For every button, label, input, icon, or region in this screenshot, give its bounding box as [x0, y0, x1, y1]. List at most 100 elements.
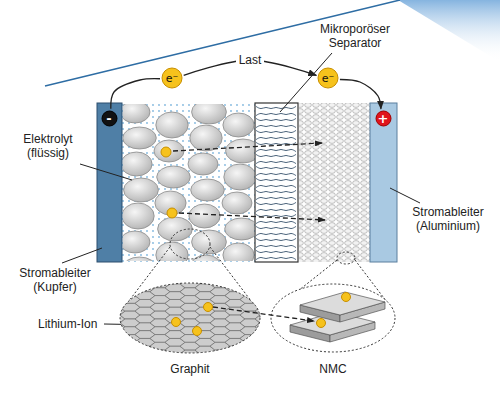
separator-fibre: [256, 118, 296, 120]
separator-fibre: [256, 257, 296, 259]
graphite-hexagon: [240, 342, 260, 350]
graphite-hexagon: [105, 292, 125, 300]
node-text: e⁻: [166, 73, 179, 84]
separator-fibre: [256, 214, 296, 216]
zoom-marker: [337, 252, 355, 264]
graphite-hexagon: [225, 346, 245, 354]
separator-fibre: [256, 233, 296, 235]
graphite-particle: [222, 192, 252, 214]
graphite-hexagon: [255, 292, 275, 300]
separator-fibre: [256, 202, 296, 204]
graphite-particle: [226, 139, 254, 163]
graphite-particle: [123, 257, 156, 261]
separator-outline: [255, 103, 298, 262]
lithium-ion: [167, 208, 177, 218]
separator-fibre: [256, 197, 296, 199]
graphite-particle: [123, 152, 152, 176]
nmc-zoom-outline: [271, 284, 395, 352]
electron-symbol: e⁻: [161, 67, 183, 89]
separator-fibre: [256, 149, 296, 151]
separator-fibre: [256, 125, 296, 127]
zoom-label: Graphit: [150, 362, 230, 376]
terminal-negative: -: [101, 110, 118, 127]
graphite-hexagon: [255, 354, 275, 362]
graphite-particle: [223, 113, 254, 137]
zoom-label: NMC: [293, 362, 373, 376]
graphite-hexagon: [225, 276, 245, 284]
graphite-hexagon: [240, 350, 260, 358]
collector-label: Stromableiter (Aluminium): [402, 205, 494, 233]
graphite-hexagon: [135, 276, 155, 284]
copper-collector: [97, 103, 122, 262]
aluminium-collector: [370, 103, 397, 262]
leader-line: [62, 248, 102, 263]
graphite-hexagon: [150, 350, 170, 358]
graphite-lattice: [105, 276, 275, 366]
separator-fibre: [256, 250, 296, 252]
graphite-hexagon: [105, 346, 125, 354]
background-band: [398, 0, 500, 62]
graphite-particle: [158, 217, 193, 241]
graphite-hexagon: [135, 346, 155, 354]
graphite-particle: [225, 218, 254, 240]
electron-symbol: e⁻: [317, 67, 339, 89]
graphite-particle: [123, 231, 150, 253]
graphite-hexagon: [165, 276, 185, 284]
separator-fibre: [256, 221, 296, 223]
separator-fibre: [256, 178, 296, 180]
separator: [255, 103, 298, 262]
zoom-marker: [170, 229, 210, 259]
separator-fibre: [256, 161, 296, 163]
ion-label: Lithium-Ion: [38, 317, 97, 331]
graphite-particle: [154, 140, 184, 162]
nmc-layers: [290, 292, 385, 342]
electrolyte: [122, 103, 370, 262]
graphite-particle: [123, 127, 156, 149]
graphite-hexagon: [255, 276, 275, 284]
lithium-ion: [193, 327, 202, 336]
graphite-particle: [224, 164, 254, 190]
graphite-hexagon: [210, 358, 230, 366]
node-text: e⁻: [322, 73, 335, 84]
graphite-particle: [123, 104, 150, 123]
graphite-hexagon: [150, 358, 170, 366]
separator-fibre: [256, 173, 296, 175]
separator-fibre: [256, 226, 296, 228]
ion-path: [213, 307, 314, 321]
graphite-hexagon: [240, 288, 260, 296]
separator-label: Mikroporöser Separator: [309, 22, 401, 50]
graphite-hexagon: [195, 354, 215, 362]
graphite-zoom: [120, 283, 260, 353]
separator-fibre: [256, 166, 296, 168]
collector-label: Stromableiter (Kupfer): [10, 266, 100, 294]
separator-fibre: [256, 190, 296, 192]
separator-fibre: [256, 142, 296, 144]
graphite-particle: [188, 153, 218, 175]
nmc-zoom: [271, 284, 395, 352]
ion-path: [179, 213, 325, 220]
graphite-hexagon: [105, 276, 125, 284]
graphite-particle: [156, 242, 188, 261]
separator-fibre: [256, 154, 296, 156]
separator-fibre: [256, 209, 296, 211]
separator-fibres: [256, 106, 296, 259]
graphite-hexagon: [135, 354, 155, 362]
graphite-particle: [156, 112, 188, 138]
lithium-ion: [172, 318, 181, 327]
leader-line: [390, 188, 420, 203]
separator-fibre: [256, 106, 296, 108]
node-text: -: [106, 112, 111, 125]
graphite-particle: [191, 179, 225, 201]
graphite-particle: [192, 230, 227, 254]
graphite-particle: [223, 243, 254, 261]
separator-fibre: [256, 113, 296, 115]
separator-fibre: [256, 245, 296, 247]
graphite-particle: [190, 125, 222, 151]
graphite-hexagon: [240, 280, 260, 288]
graphite-hexagon: [105, 284, 125, 292]
zoom-line: [210, 247, 258, 310]
graphite-hexagon: [195, 276, 215, 284]
lithium-ion: [161, 147, 171, 157]
separator-fibre: [256, 130, 296, 132]
electrolyte-label: Elektrolyt (flüssig): [8, 132, 88, 160]
